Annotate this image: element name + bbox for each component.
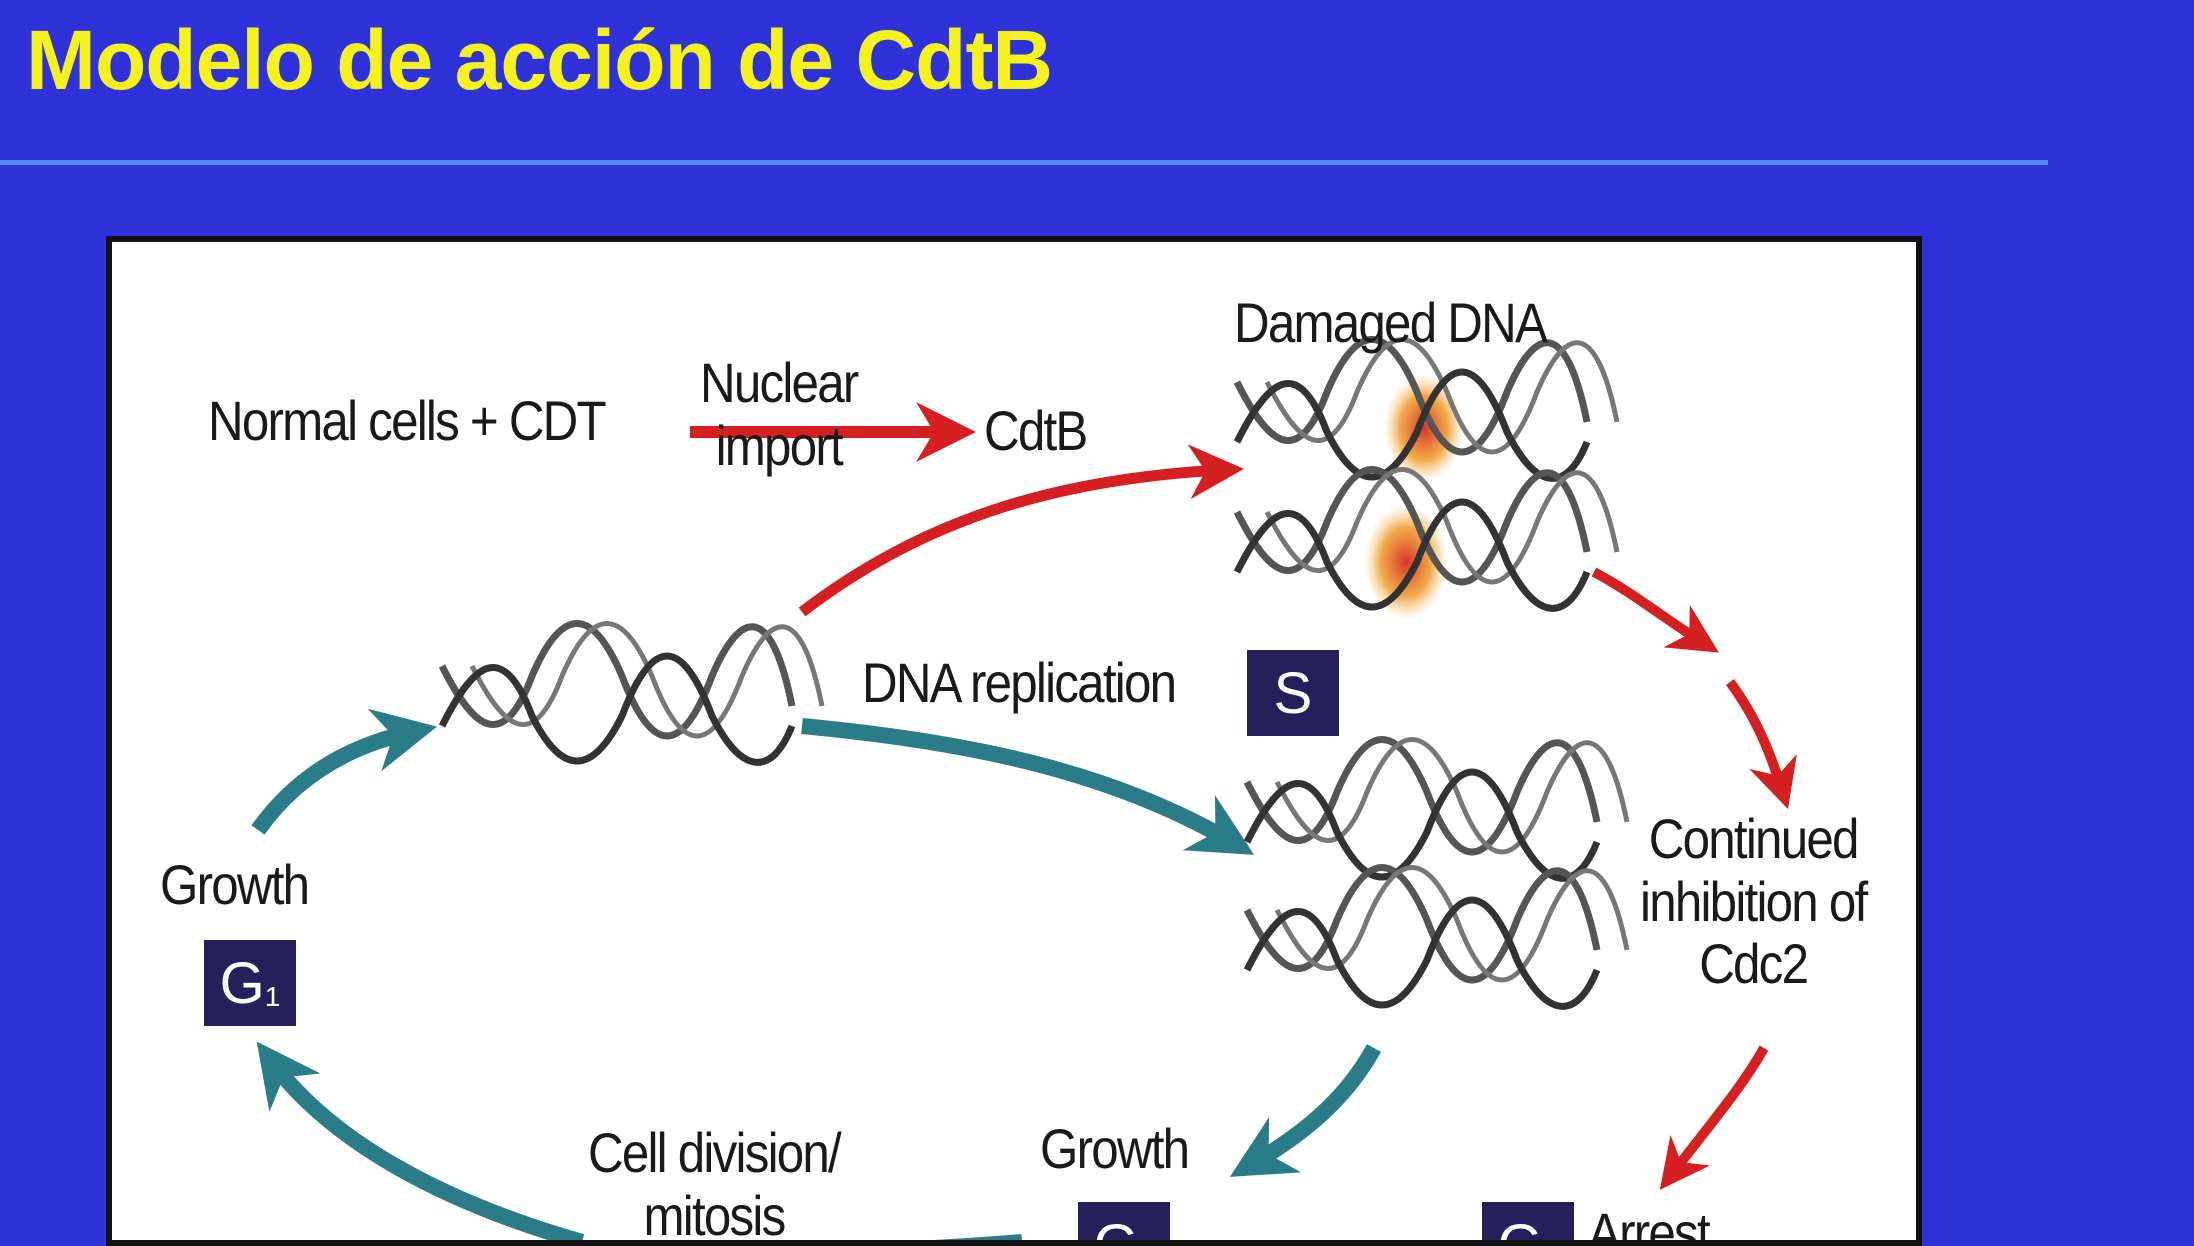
arrest-label: Arrest xyxy=(1588,1202,1709,1246)
g2-arrest-letter: G xyxy=(1498,1212,1543,1246)
slide-title: Modelo de acción de CdtB xyxy=(26,14,1052,106)
inhibition-to-arrest-arrow xyxy=(1672,1048,1764,1174)
mitosis-to-g1-arrow xyxy=(272,1062,582,1242)
damage-to-inhibition-arrow xyxy=(1594,572,1702,642)
g2-arrest-phase-box: G2 xyxy=(1482,1202,1574,1246)
g1-letter: G xyxy=(220,950,265,1017)
nuclear-import-label: Nuclear import xyxy=(700,352,857,477)
g1-to-dna-arrow xyxy=(258,732,412,830)
continued-inhibition-label: Continued inhibition of Cdc2 xyxy=(1640,808,1866,996)
dna-helix-center xyxy=(442,624,822,763)
normal-cells-label: Normal cells + CDT xyxy=(208,390,605,453)
g1-subscript: 1 xyxy=(265,981,281,1013)
dna-helix-replicated-top xyxy=(1247,740,1627,879)
dna-helix-replicated-bottom xyxy=(1247,868,1627,1007)
dna-replication-arrow xyxy=(802,726,1232,842)
replicated-to-g2-arrow xyxy=(1252,1048,1374,1164)
cdtb-label: CdtB xyxy=(984,400,1087,463)
cdtb-to-damage-arrow xyxy=(802,470,1222,612)
g2-to-mitosis-arrow xyxy=(842,1242,1022,1246)
g2-letter: G xyxy=(1094,1212,1139,1246)
cdtb-action-diagram: Normal cells + CDT Nuclear import CdtB D… xyxy=(106,236,1922,1246)
growth-g1-label: Growth xyxy=(160,854,308,917)
damaged-dna-label: Damaged DNA xyxy=(1234,292,1546,355)
s-phase-box: S xyxy=(1247,650,1339,736)
dna-replication-label: DNA replication xyxy=(862,652,1175,715)
g2-phase-box: G2 xyxy=(1078,1202,1170,1246)
damage-to-inhibition-arrow-2 xyxy=(1730,682,1782,790)
growth-g2-label: Growth xyxy=(1040,1118,1188,1181)
title-divider xyxy=(0,160,2048,165)
cell-division-label: Cell division/ mitosis xyxy=(588,1122,840,1246)
